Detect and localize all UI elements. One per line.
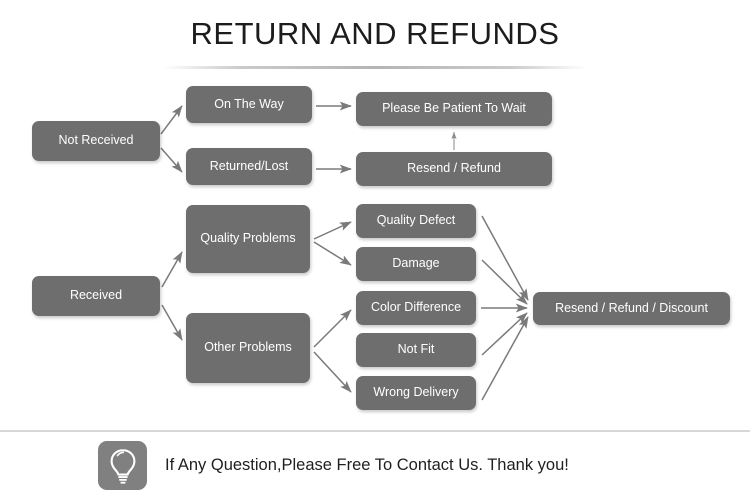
node-please-be-patient-to-wait[interactable]: Please Be Patient To Wait: [356, 92, 552, 126]
page-title: RETURN AND REFUNDS: [190, 16, 560, 51]
edge-quality-problems-to-damage: [313, 241, 352, 266]
edge-damage-to-final: [481, 259, 528, 305]
title-divider: [163, 66, 587, 69]
node-quality-defect[interactable]: Quality Defect: [356, 204, 476, 238]
node-received[interactable]: Received: [32, 276, 160, 316]
edge-not-received-to-on-the-way: [160, 105, 183, 135]
edge-not-received-to-returned-lost: [160, 147, 183, 173]
edge-quality-problems-to-quality-defect: [313, 221, 352, 240]
edge-wrong-delivery-to-final: [481, 316, 529, 401]
node-quality-problems[interactable]: Quality Problems: [186, 205, 310, 273]
node-not-received[interactable]: Not Received: [32, 121, 160, 161]
node-other-problems[interactable]: Other Problems: [186, 313, 310, 383]
node-not-fit[interactable]: Not Fit: [356, 333, 476, 367]
node-damage[interactable]: Damage: [356, 247, 476, 281]
edge-quality-defect-to-final: [481, 215, 529, 301]
node-resend-refund-discount[interactable]: Resend / Refund / Discount: [533, 292, 730, 325]
footer-text: If Any Question,Please Free To Contact U…: [165, 456, 569, 474]
edge-other-problems-to-color-difference: [313, 309, 352, 348]
footer: If Any Question,Please Free To Contact U…: [98, 441, 569, 490]
node-on-the-way[interactable]: On The Way: [186, 86, 312, 123]
node-color-difference[interactable]: Color Difference: [356, 291, 476, 325]
node-returned-lost[interactable]: Returned/Lost: [186, 148, 312, 185]
edge-received-to-quality-problems: [161, 251, 183, 288]
node-wrong-delivery[interactable]: Wrong Delivery: [356, 376, 476, 410]
footer-divider: [0, 430, 750, 432]
node-resend-refund[interactable]: Resend / Refund: [356, 152, 552, 186]
edge-not-fit-to-final: [481, 312, 528, 356]
edge-other-problems-to-wrong-delivery: [313, 351, 352, 393]
edge-received-to-other-problems: [161, 304, 183, 341]
lightbulb-icon: [98, 441, 147, 490]
